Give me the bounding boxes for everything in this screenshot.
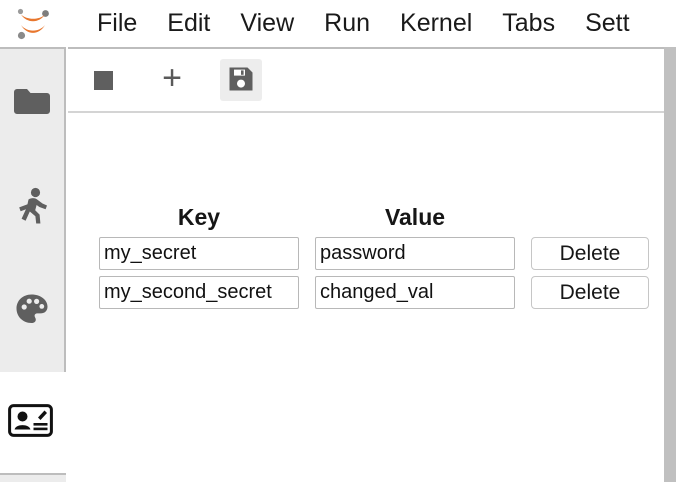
table-row: Delete — [99, 237, 653, 270]
palette-icon — [15, 293, 49, 332]
sidebar-item-file-browser[interactable] — [0, 76, 64, 132]
id-badge-icon — [8, 403, 53, 442]
secrets-table-header: Key Value — [99, 204, 653, 231]
menu-item-tabs[interactable]: Tabs — [502, 9, 556, 37]
delete-button-1[interactable]: Delete — [531, 276, 649, 309]
secret-value-input-0[interactable] — [315, 237, 515, 270]
save-floppy-icon — [228, 66, 254, 95]
plus-icon: + — [162, 59, 182, 97]
menu-item-settings[interactable]: Sett — [585, 9, 630, 37]
menu-item-list: File Edit View Run Kernel Tabs Sett — [82, 11, 645, 36]
sidebar-item-running[interactable] — [0, 180, 64, 236]
secrets-content: Key Value Delete Delet — [68, 115, 664, 415]
lower-left-panel — [0, 473, 66, 482]
menu-item-run[interactable]: Run — [324, 9, 371, 37]
column-header-value: Value — [384, 204, 446, 230]
delete-button-0[interactable]: Delete — [531, 237, 649, 270]
menu-item-edit[interactable]: Edit — [167, 9, 211, 37]
menu-item-file[interactable]: File — [97, 9, 138, 37]
sidebar-item-secrets-manager[interactable] — [8, 403, 53, 442]
table-row: Delete — [99, 276, 653, 309]
secrets-toolbar: + — [68, 49, 664, 113]
menu-item-view[interactable]: View — [240, 9, 295, 37]
column-header-actions — [515, 204, 635, 231]
add-secret-button[interactable]: + — [151, 59, 193, 101]
secret-value-input-1[interactable] — [315, 276, 515, 309]
secret-key-input-0[interactable] — [99, 237, 299, 270]
stop-button[interactable] — [82, 59, 124, 101]
activity-sidebar — [0, 47, 66, 372]
secret-key-input-1[interactable] — [99, 276, 299, 309]
secrets-table: Key Value Delete Delet — [99, 204, 653, 315]
jupyter-logo-icon — [10, 1, 56, 47]
header-spacer — [299, 204, 315, 231]
save-button[interactable] — [220, 59, 262, 101]
vertical-scrollbar[interactable] — [664, 47, 676, 482]
menu-item-kernel[interactable]: Kernel — [400, 9, 473, 37]
column-header-key: Key — [177, 204, 221, 230]
menu-bar: File Edit View Run Kernel Tabs Sett — [0, 0, 676, 47]
folder-icon — [12, 86, 52, 123]
main-panel: + Key Value — [68, 47, 664, 482]
sidebar-item-theme[interactable] — [0, 284, 64, 340]
running-person-icon — [15, 187, 49, 230]
stop-square-icon — [93, 70, 113, 90]
